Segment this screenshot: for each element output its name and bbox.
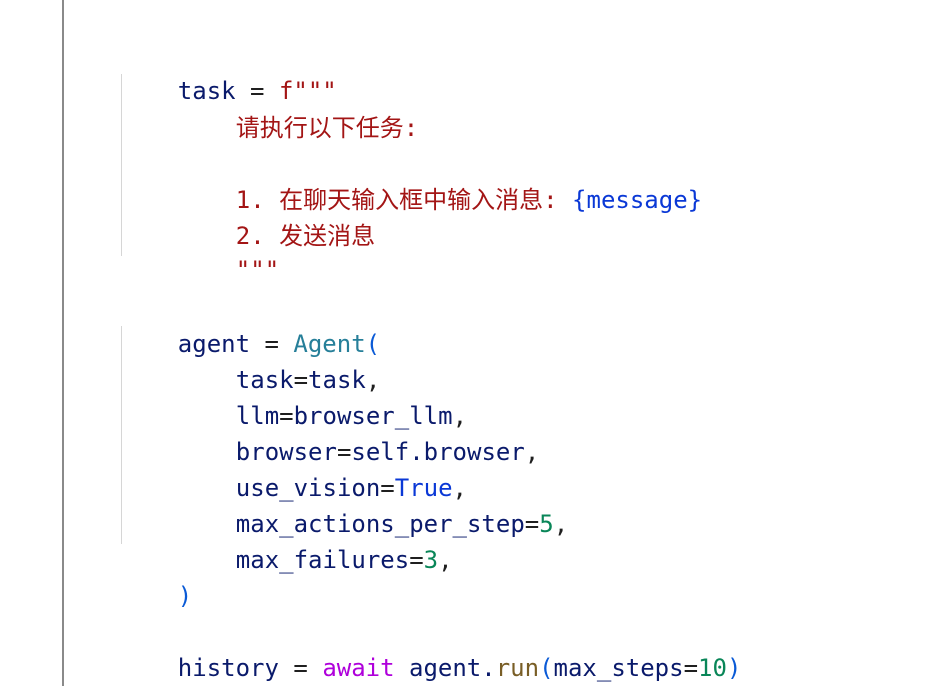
operator: = xyxy=(336,438,352,466)
number-literal: 10 xyxy=(698,654,727,682)
interpolation: {message} xyxy=(572,186,703,214)
gutter-border xyxy=(62,0,64,686)
code-line[interactable]: max_failures=3, xyxy=(178,506,453,574)
operator: = xyxy=(278,654,323,682)
identifier: agent xyxy=(177,330,251,358)
paren: ( xyxy=(539,654,554,682)
function-name: run xyxy=(495,654,540,682)
keyword-arg: max_failures xyxy=(235,546,410,574)
code-line[interactable]: llm=browser_llm, xyxy=(178,362,467,430)
operator: = xyxy=(409,546,424,574)
keyword-arg: browser xyxy=(235,438,337,466)
identifier: task xyxy=(177,77,236,105)
class-name: Agent xyxy=(293,330,366,358)
identifier: history xyxy=(177,654,279,682)
constant: True xyxy=(394,474,453,502)
operator: = xyxy=(235,77,279,105)
code-line[interactable]: task = f""" xyxy=(120,37,337,105)
identifier: task xyxy=(308,366,366,394)
keyword: await xyxy=(322,654,395,682)
operator: = xyxy=(683,654,699,682)
number-literal: 3 xyxy=(423,546,439,574)
code-line[interactable]: history = await agent.run(max_steps=10) xyxy=(120,614,742,682)
comma: , xyxy=(438,546,453,574)
comma: , xyxy=(452,402,468,430)
comma: , xyxy=(365,366,381,394)
keyword-arg: task xyxy=(235,366,294,394)
string-literal: 1. 在聊天输入框中输入消息: xyxy=(235,186,573,214)
code-line[interactable]: browser=self.browser, xyxy=(178,398,539,466)
identifier: self.browser xyxy=(351,438,525,466)
comma: , xyxy=(524,438,540,466)
comma: , xyxy=(553,510,569,538)
code-line[interactable]: 1. 在聊天输入框中输入消息: {message} xyxy=(178,146,702,214)
paren: ) xyxy=(177,582,193,610)
operator: = xyxy=(380,474,395,502)
indent-guide xyxy=(121,74,122,256)
keyword-arg: max_steps xyxy=(553,654,684,682)
code-line[interactable]: use_vision=True, xyxy=(178,434,467,502)
indent-guide xyxy=(121,326,122,544)
operator: = xyxy=(279,402,294,430)
paren: ( xyxy=(365,330,381,358)
operator: = xyxy=(250,330,294,358)
identifier: browser_llm xyxy=(293,402,453,430)
code-line[interactable]: 请执行以下任务: xyxy=(178,74,418,142)
keyword-arg: llm xyxy=(235,402,280,430)
paren: ) xyxy=(726,654,742,682)
string-literal: """ xyxy=(235,256,280,284)
code-line[interactable]: agent = Agent( xyxy=(120,290,380,358)
code-line[interactable]: task=task, xyxy=(178,326,381,394)
identifier: agent. xyxy=(394,654,496,682)
code-line[interactable]: 2. 发送消息 xyxy=(178,182,375,250)
code-line[interactable]: max_actions_per_step=5, xyxy=(178,470,568,538)
keyword-arg: use_vision xyxy=(235,474,381,502)
operator: = xyxy=(293,366,309,394)
operator: = xyxy=(524,510,540,538)
string-literal: 请执行以下任务: xyxy=(235,114,419,142)
comma: , xyxy=(452,474,467,502)
code-line[interactable]: ) xyxy=(120,542,192,610)
number-literal: 5 xyxy=(539,510,554,538)
code-line[interactable]: """ xyxy=(178,216,279,284)
keyword-arg: max_actions_per_step xyxy=(235,510,525,538)
string-literal: f""" xyxy=(278,77,337,105)
string-literal: 2. 发送消息 xyxy=(235,222,376,250)
